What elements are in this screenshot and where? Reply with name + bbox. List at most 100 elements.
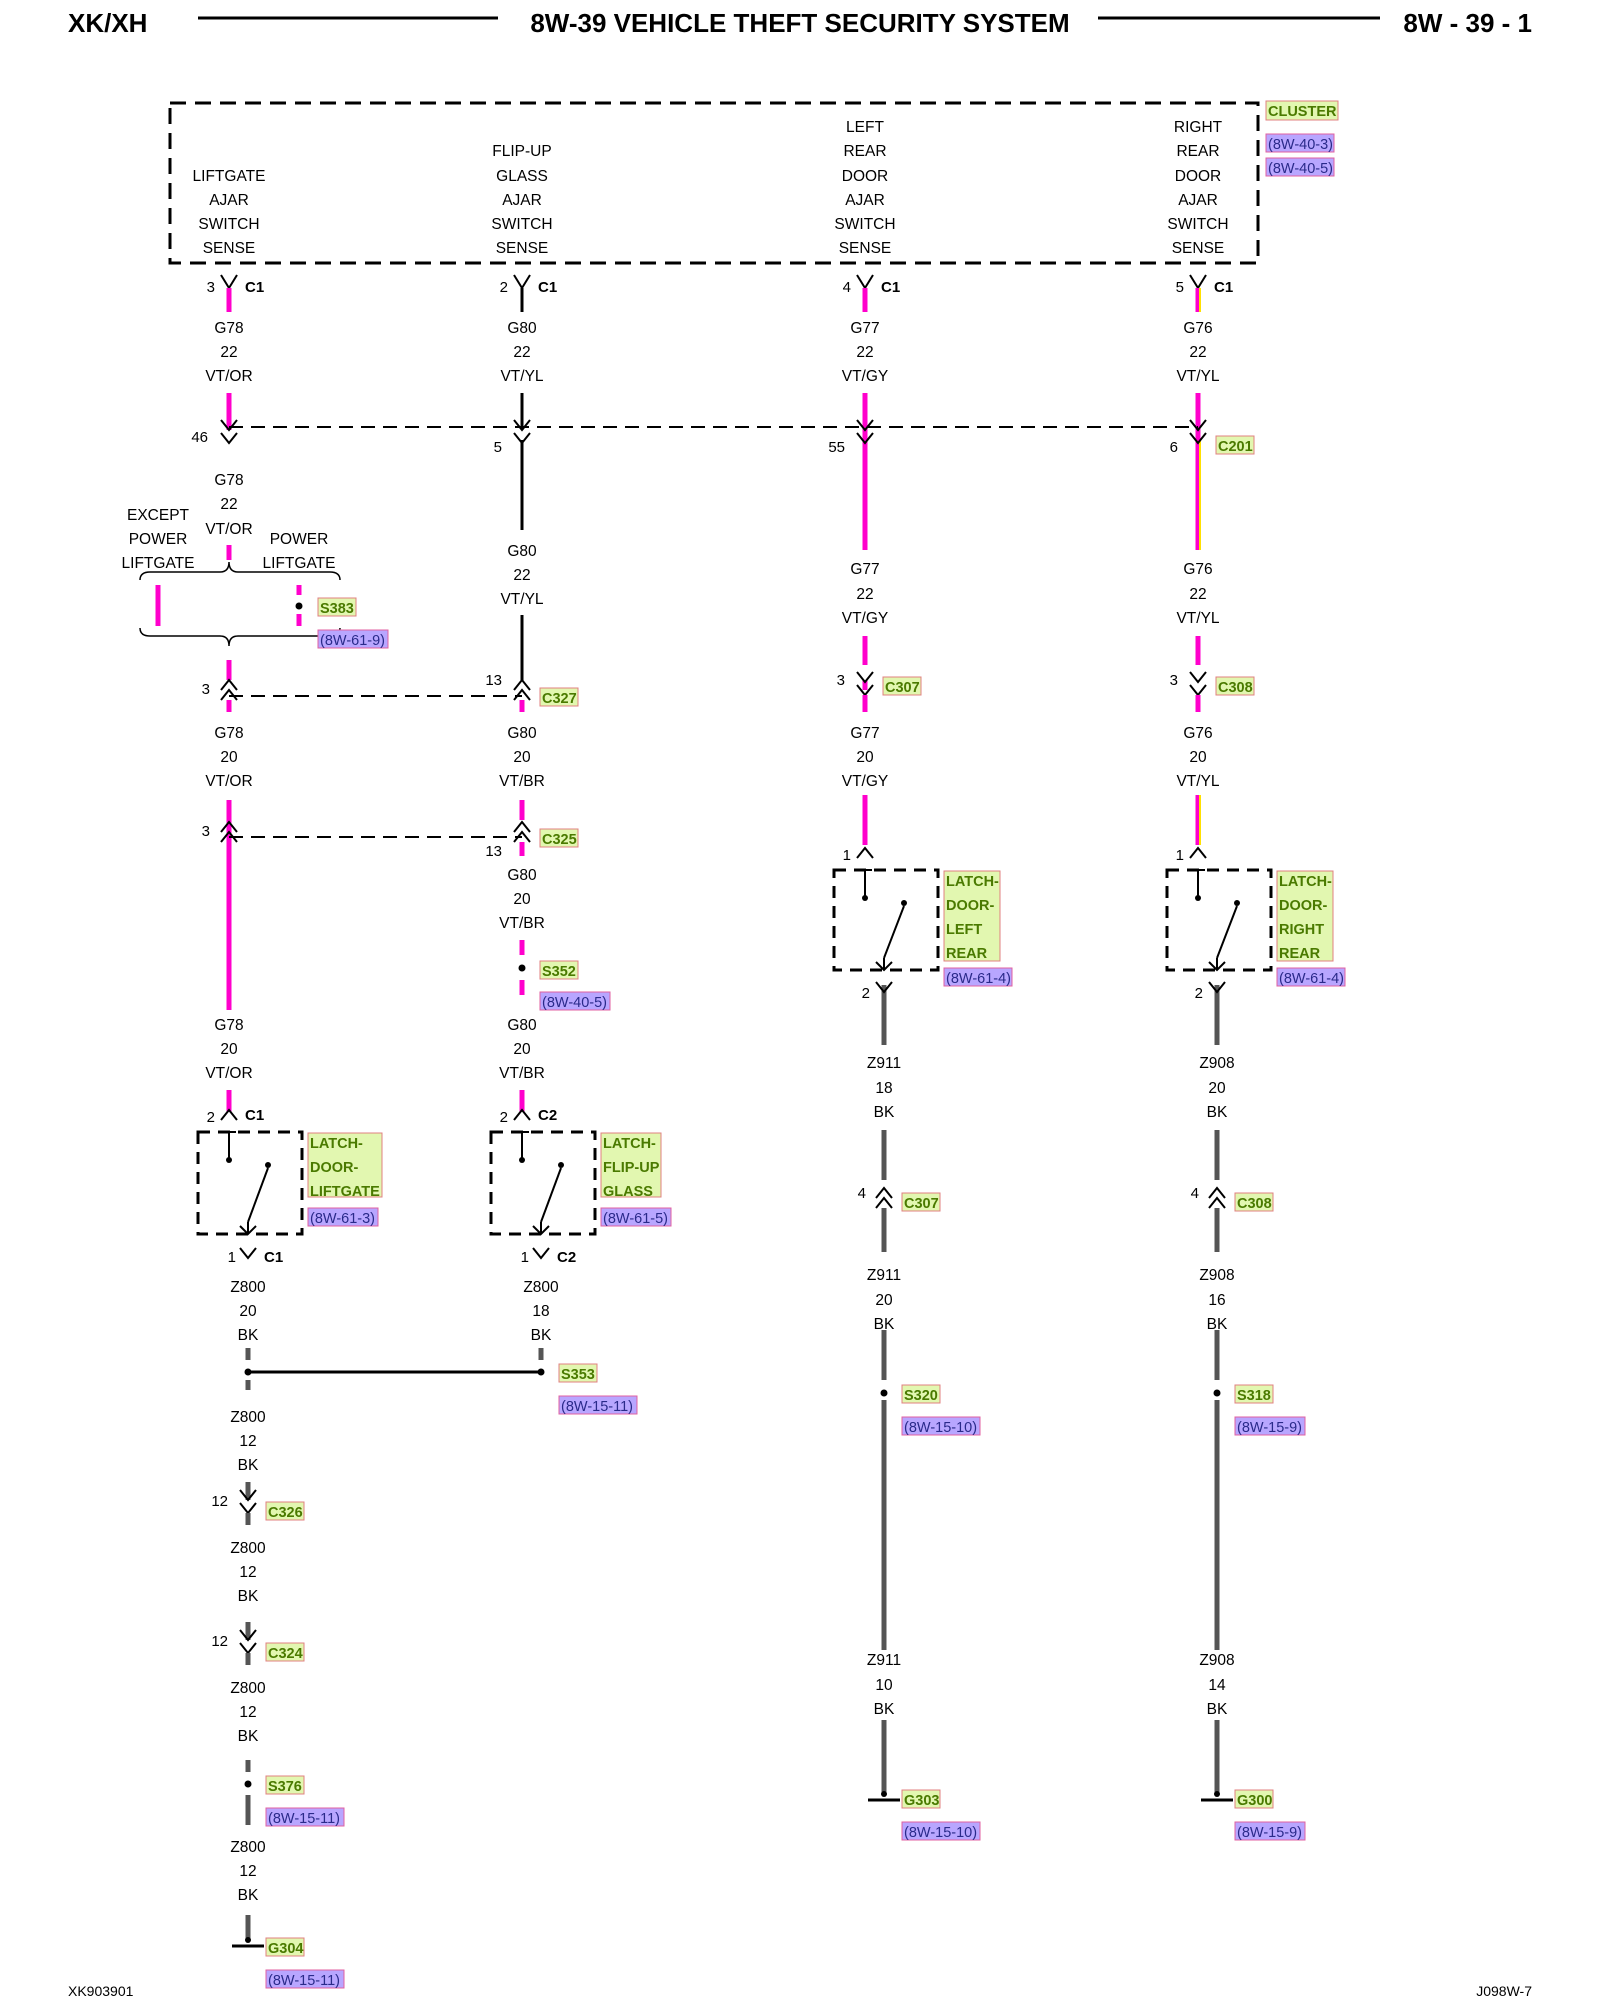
wire-gauge: 12 bbox=[239, 1863, 256, 1880]
wire-gauge: 20 bbox=[1189, 749, 1207, 766]
pin-number: 5 bbox=[494, 439, 502, 456]
circuit-label-z908-b: Z908 16 BK bbox=[1199, 1267, 1234, 1333]
wire-color: BK bbox=[874, 1104, 895, 1121]
wire-gauge: 20 bbox=[220, 749, 238, 766]
cluster-pin-g76: 5 C1 bbox=[1176, 274, 1233, 296]
circuit-label-g80-low: G80 20 VT/BR bbox=[499, 725, 545, 790]
circuit-id: Z911 bbox=[867, 1267, 901, 1284]
connector-label: C324 bbox=[268, 1646, 303, 1662]
function-line: AJAR bbox=[502, 192, 542, 209]
option-line: EXCEPT bbox=[127, 507, 190, 524]
circuit-label-g77-mid: G77 22 VT/GY bbox=[842, 561, 889, 627]
cluster-pin-g78: 3 C1 bbox=[207, 274, 264, 296]
ground-g304: G304 (8W-15-11) bbox=[232, 1937, 345, 1989]
cluster-ref-2: (8W-40-5) bbox=[1268, 161, 1333, 177]
wire-color: BK bbox=[1207, 1701, 1228, 1718]
pin-number: 46 bbox=[191, 429, 208, 446]
switch-label-line: FLIP-UP bbox=[603, 1160, 660, 1176]
wire-gauge: 20 bbox=[513, 1041, 531, 1058]
circuit-id: G77 bbox=[850, 561, 879, 578]
switch-label-line: LIFTGATE bbox=[310, 1184, 380, 1200]
function-line: AJAR bbox=[1178, 192, 1218, 209]
circuit-label-z800-d: Z800 12 BK bbox=[230, 1540, 266, 1605]
switch-right-rear-door: 1 2 LATCH- DOOR- RIGHT REAR (8W-61-4) bbox=[1165, 846, 1346, 1002]
connector-id: C2 bbox=[557, 1249, 576, 1266]
splice-label: S376 bbox=[268, 1779, 302, 1795]
wire-gauge: 22 bbox=[220, 344, 237, 361]
splice-s318: S318 (8W-15-9) bbox=[1213, 1384, 1306, 1436]
wire-color: BK bbox=[238, 1457, 259, 1474]
wire-color: BK bbox=[874, 1701, 895, 1718]
connector-label: C201 bbox=[1218, 439, 1253, 455]
ground-g303: G303 (8W-15-10) bbox=[868, 1789, 981, 1841]
connector-c326: 12 C326 bbox=[211, 1489, 305, 1525]
circuit-id: G80 bbox=[507, 725, 537, 742]
circuit-label-g80-s352: G80 20 VT/BR bbox=[499, 867, 545, 932]
circuit-id: G78 bbox=[214, 725, 243, 742]
pin-number: 13 bbox=[485, 843, 502, 860]
circuit-id: G77 bbox=[850, 725, 879, 742]
cluster-function-right-rear: RIGHT REAR DOOR AJAR SWITCH SENSE bbox=[1167, 119, 1228, 257]
option-line: POWER bbox=[270, 531, 329, 548]
connector-label: C327 bbox=[542, 691, 577, 707]
function-line: SENSE bbox=[839, 240, 892, 257]
circuit-label-z908-a: Z908 20 BK bbox=[1199, 1055, 1234, 1121]
function-line: SENSE bbox=[203, 240, 256, 257]
switch-label-line: GLASS bbox=[603, 1184, 653, 1200]
splice-ref: (8W-15-10) bbox=[904, 1420, 977, 1436]
ground-ref: (8W-15-11) bbox=[268, 1973, 340, 1989]
wire-gauge: 22 bbox=[220, 496, 237, 513]
function-line: SENSE bbox=[1172, 240, 1225, 257]
switch-label-line: LATCH- bbox=[310, 1136, 363, 1152]
circuit-label-g78-low: G78 20 VT/OR bbox=[205, 725, 252, 790]
switch-label-line: LATCH- bbox=[603, 1136, 656, 1152]
connector-c308-bot: 4 C308 bbox=[1191, 1185, 1274, 1252]
circuit-label-z911-b: Z911 20 BK bbox=[867, 1267, 901, 1333]
circuit-label-z800-b: Z800 18 BK bbox=[523, 1279, 559, 1344]
pin-number: 1 bbox=[843, 847, 851, 864]
splice-label: S352 bbox=[542, 964, 576, 980]
wire-gauge: 20 bbox=[1208, 1080, 1226, 1097]
circuit-id: Z800 bbox=[230, 1680, 266, 1697]
wire-gauge: 10 bbox=[875, 1677, 893, 1694]
circuit-label-z800-e: Z800 12 BK bbox=[230, 1680, 266, 1745]
pin-number: 2 bbox=[500, 1109, 508, 1126]
wire-gauge: 14 bbox=[1208, 1677, 1226, 1694]
connector-id: C1 bbox=[245, 1107, 264, 1124]
cluster-ref-1: (8W-40-3) bbox=[1268, 137, 1333, 153]
pin-number: 1 bbox=[1176, 847, 1184, 864]
circuit-label-g80-bot: G80 20 VT/BR bbox=[499, 1017, 545, 1082]
switch-ref: (8W-61-3) bbox=[310, 1211, 375, 1227]
cluster-function-flipup: FLIP-UP GLASS AJAR SWITCH SENSE bbox=[491, 143, 552, 257]
wire-color: BK bbox=[874, 1316, 895, 1333]
pin-number: 12 bbox=[211, 1633, 228, 1650]
circuit-label-z800-c: Z800 12 BK bbox=[230, 1409, 266, 1474]
wire-color: VT/YL bbox=[1176, 610, 1219, 627]
connector-c325: 3 13 C325 bbox=[202, 820, 579, 1010]
function-line: DOOR bbox=[1175, 168, 1222, 185]
pin-number: 2 bbox=[862, 985, 870, 1002]
function-line: GLASS bbox=[496, 168, 548, 185]
wire-color: VT/OR bbox=[205, 368, 252, 385]
option-line: LIFTGATE bbox=[263, 555, 336, 572]
circuit-label-g80-top: G80 22 VT/YL bbox=[500, 320, 543, 385]
circuit-label-z911-a: Z911 18 BK bbox=[867, 1055, 901, 1121]
connector-c308-top: 3 C308 bbox=[1170, 671, 1255, 712]
wire-color: VT/GY bbox=[842, 610, 889, 627]
wire-gauge: 22 bbox=[856, 344, 873, 361]
circuit-id: G76 bbox=[1183, 725, 1212, 742]
wire-gauge: 22 bbox=[513, 344, 530, 361]
circuit-id: G80 bbox=[507, 320, 537, 337]
wire-gauge: 20 bbox=[856, 749, 874, 766]
function-line: AJAR bbox=[845, 192, 885, 209]
wire-z800 bbox=[245, 1348, 544, 1940]
pin-number: 55 bbox=[828, 439, 845, 456]
splice-s353: S353 (8W-15-11) bbox=[244, 1363, 638, 1415]
pin-number: 3 bbox=[1170, 672, 1178, 689]
wire-color: VT/OR bbox=[205, 1065, 252, 1082]
wire-gauge: 20 bbox=[513, 891, 531, 908]
cluster-pin-g77: 4 C1 bbox=[843, 274, 900, 296]
splice-s320: S320 (8W-15-10) bbox=[880, 1384, 981, 1436]
wire-color: VT/YL bbox=[1176, 773, 1219, 790]
wire-gauge: 22 bbox=[513, 567, 530, 584]
